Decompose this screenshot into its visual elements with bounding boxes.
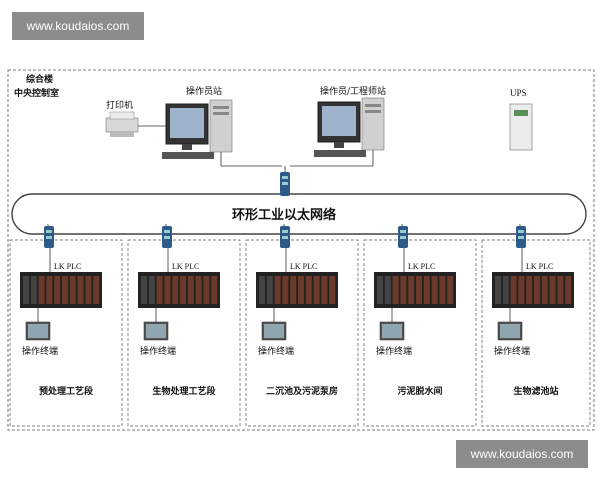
network-label: 环形工业以太网络 bbox=[232, 208, 337, 223]
station-switch-icon bbox=[516, 224, 526, 248]
control-room-title-line1: 综合楼 bbox=[26, 75, 54, 85]
printer-icon bbox=[105, 111, 139, 137]
operator-terminal-icon bbox=[143, 321, 169, 341]
station-box-5 bbox=[481, 239, 591, 427]
terminal-label: 操作终端 bbox=[494, 347, 531, 357]
station-box-4 bbox=[363, 239, 477, 427]
ups-label: UPS bbox=[510, 88, 527, 98]
watermark-top: www.koudaios.com bbox=[12, 12, 144, 40]
operator-terminal-icon bbox=[25, 321, 51, 341]
station-name: 预处理工艺段 bbox=[38, 387, 93, 397]
station-name: 生物滤池站 bbox=[513, 387, 559, 397]
plc-rack-icon bbox=[20, 272, 102, 308]
plc-label: LK PLC bbox=[172, 262, 200, 271]
operator-terminal-icon bbox=[379, 321, 405, 341]
station-switch-icon bbox=[280, 224, 290, 248]
station-switch-icon bbox=[398, 224, 408, 248]
terminal-label: 操作终端 bbox=[140, 347, 177, 357]
station-switch-icon bbox=[162, 224, 172, 248]
operator-terminal-icon bbox=[497, 321, 523, 341]
central-switch-icon bbox=[280, 172, 290, 196]
ethernet-ring bbox=[11, 193, 587, 235]
station-box-3 bbox=[245, 239, 359, 427]
plc-label: LK PLC bbox=[290, 262, 318, 271]
plc-label: LK PLC bbox=[54, 262, 82, 271]
terminal-label: 操作终端 bbox=[258, 347, 295, 357]
engineer-station-pc-icon bbox=[314, 97, 385, 157]
ups-icon bbox=[509, 103, 533, 151]
control-room-title-line2: 中央控制室 bbox=[14, 89, 60, 99]
engineer-station-label: 操作员/工程师站 bbox=[320, 87, 387, 97]
plc-label: LK PLC bbox=[408, 262, 436, 271]
plc-rack-icon bbox=[492, 272, 574, 308]
control-room-border bbox=[7, 69, 595, 431]
terminal-label: 操作终端 bbox=[22, 347, 59, 357]
station-name: 二沉池及污泥泵房 bbox=[265, 387, 338, 397]
operator-terminal-icon bbox=[261, 321, 287, 341]
plc-label: LK PLC bbox=[526, 262, 554, 271]
plc-rack-icon bbox=[374, 272, 456, 308]
station-name: 污泥脱水间 bbox=[397, 387, 443, 397]
station-box-1 bbox=[9, 239, 123, 427]
printer-label: 打印机 bbox=[106, 101, 134, 111]
station-name: 生物处理工艺段 bbox=[152, 387, 216, 397]
station-switch-icon bbox=[44, 224, 54, 248]
operator-station-label: 操作员站 bbox=[186, 87, 223, 97]
terminal-label: 操作终端 bbox=[376, 347, 413, 357]
watermark-bottom: www.koudaios.com bbox=[456, 440, 588, 468]
operator-station-pc-icon bbox=[162, 99, 233, 159]
plc-rack-icon bbox=[256, 272, 338, 308]
station-box-2 bbox=[127, 239, 241, 427]
plc-rack-icon bbox=[138, 272, 220, 308]
